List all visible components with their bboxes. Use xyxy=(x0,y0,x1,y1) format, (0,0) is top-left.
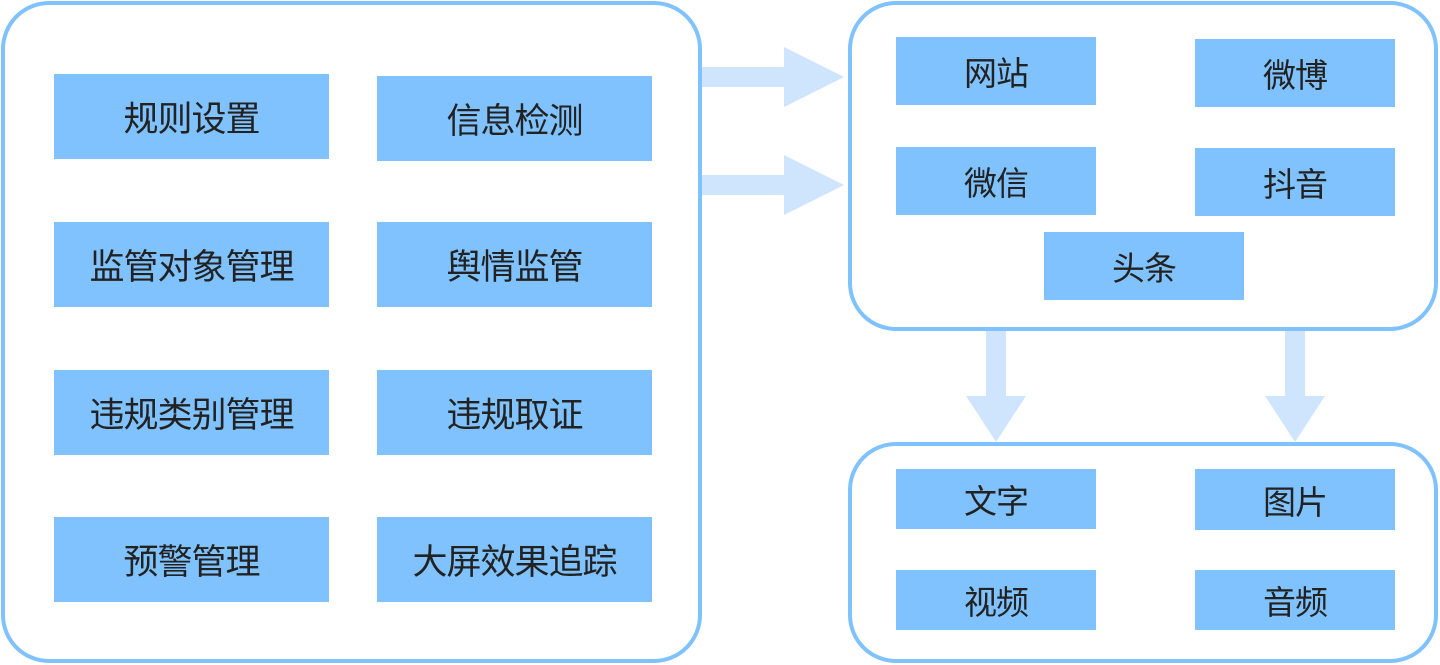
node-douyin[interactable]: 抖音 xyxy=(1195,148,1395,216)
node-info-detection[interactable]: 信息检测 xyxy=(377,76,652,161)
arrow-down-shape xyxy=(966,331,1026,442)
node-supervised-object-management[interactable]: 监管对象管理 xyxy=(54,222,329,307)
node-alert-management[interactable]: 预警管理 xyxy=(54,517,329,602)
node-website[interactable]: 网站 xyxy=(896,37,1096,105)
node-violation-evidence[interactable]: 违规取证 xyxy=(377,370,652,455)
node-rule-settings[interactable]: 规则设置 xyxy=(54,74,329,159)
arrow-right-icon xyxy=(702,47,844,107)
arrow-right-shape xyxy=(702,47,844,107)
node-image[interactable]: 图片 xyxy=(1195,469,1395,530)
node-big-screen-tracking[interactable]: 大屏效果追踪 xyxy=(377,517,652,602)
arrow-down-icon xyxy=(966,331,1026,442)
arrow-right-icon xyxy=(702,155,844,215)
arrow-down-icon xyxy=(1265,331,1325,442)
node-audio[interactable]: 音频 xyxy=(1195,570,1395,630)
arrow-right-shape xyxy=(702,155,844,215)
node-wechat[interactable]: 微信 xyxy=(896,147,1096,215)
node-public-opinion-supervision[interactable]: 舆情监管 xyxy=(377,222,652,307)
node-violation-category-management[interactable]: 违规类别管理 xyxy=(54,370,329,455)
node-text[interactable]: 文字 xyxy=(896,469,1096,529)
node-video[interactable]: 视频 xyxy=(896,570,1096,630)
node-weibo[interactable]: 微博 xyxy=(1195,39,1395,107)
node-toutiao[interactable]: 头条 xyxy=(1044,232,1244,300)
arrow-down-shape xyxy=(1265,331,1325,442)
